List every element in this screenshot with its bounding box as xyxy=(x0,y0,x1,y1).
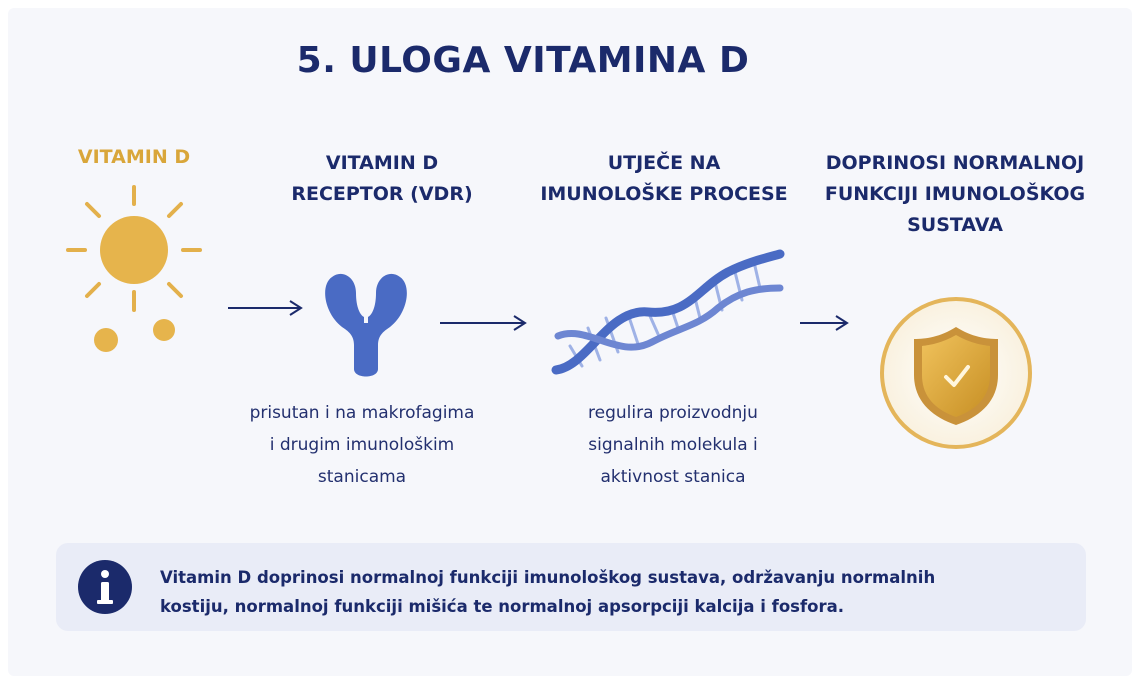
receptor-icon xyxy=(325,273,407,377)
sun-icon xyxy=(66,185,202,352)
page-title: 5. ULOGA VITAMINA D xyxy=(296,40,750,81)
info-icon xyxy=(78,560,132,614)
arrow-icon-2 xyxy=(440,315,527,331)
info-text: Vitamin D doprinosi normalnoj funkciji i… xyxy=(160,568,936,616)
dna-icon xyxy=(551,249,785,375)
step-3-heading: UTJEČE NA IMUNOLOŠKE PROCESE xyxy=(540,152,788,205)
arrow-icon-1 xyxy=(228,300,303,316)
info-box: Vitamin D doprinosi normalnoj funkciji i… xyxy=(56,543,1086,631)
step-2-description: prisutan i na makrofagima i drugim imuno… xyxy=(249,403,475,487)
step-3-description: regulira proizvodnju signalnih molekula … xyxy=(588,403,758,487)
step-1-heading: VITAMIN D xyxy=(77,146,191,168)
step-2-heading: VITAMIN D RECEPTOR (VDR) xyxy=(291,152,473,205)
arrow-icon-3 xyxy=(800,315,849,331)
shield-check-icon xyxy=(880,297,1032,449)
step-4-heading: DOPRINOSI NORMALNOJ FUNKCIJI IMUNOLOŠKOG… xyxy=(824,152,1086,236)
